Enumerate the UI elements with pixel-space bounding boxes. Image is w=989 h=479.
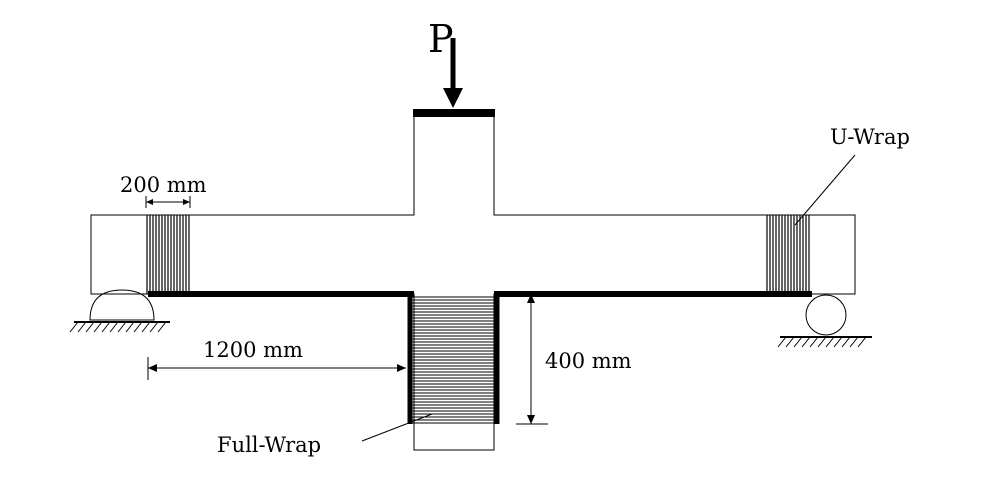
u-wrap-leader	[794, 154, 856, 226]
load-arrow-head	[443, 88, 463, 108]
ground-hatch-line	[785, 336, 795, 348]
ground-hatch-line	[833, 336, 843, 348]
ground-hatch-line	[125, 321, 135, 333]
ground-hatch-line	[93, 321, 103, 333]
dim-1200-label: 1200 mm	[203, 338, 303, 362]
u-wrap-label: U-Wrap	[830, 125, 910, 149]
u-wrap-right	[766, 215, 810, 294]
ground-hatch-line	[809, 336, 819, 348]
ground-hatch-line	[825, 336, 835, 348]
ground-hatch-line	[149, 321, 159, 333]
dim-200-arrow-right	[183, 199, 190, 205]
dim-200-label: 200 mm	[120, 173, 207, 197]
right-support-roller	[805, 294, 847, 336]
right-ground-hatch	[777, 336, 867, 348]
ground-hatch-line	[77, 321, 87, 333]
load-label: P	[428, 17, 454, 61]
dim-400-arrow-top	[527, 294, 535, 303]
dim-1200-arrow-right	[397, 364, 406, 372]
left-support	[89, 289, 155, 321]
ground-hatch-line	[141, 321, 151, 333]
ground-hatch-line	[85, 321, 95, 333]
ground-hatch-line	[117, 321, 127, 333]
full-wrap-hatch	[410, 296, 497, 424]
dim-200-arrow-left	[146, 199, 153, 205]
full-wrap-leader	[361, 413, 433, 442]
ground-hatch-line	[69, 321, 79, 333]
ground-hatch-line	[109, 321, 119, 333]
u-wrap-left	[146, 215, 190, 294]
ground-hatch-line	[133, 321, 143, 333]
ground-hatch-line	[841, 336, 851, 348]
dim-1200-arrow-left	[148, 364, 157, 372]
ground-hatch-line	[801, 336, 811, 348]
ground-hatch-line	[857, 336, 867, 348]
dim-400-label: 400 mm	[545, 349, 632, 373]
ground-hatch-line	[817, 336, 827, 348]
ground-hatch-line	[777, 336, 787, 348]
full-wrap-label: Full-Wrap	[217, 433, 321, 457]
ground-hatch-line	[101, 321, 111, 333]
dim-400-arrow-bottom	[527, 415, 535, 424]
left-ground-hatch	[69, 321, 167, 333]
ground-hatch-line	[849, 336, 859, 348]
ground-hatch-line	[157, 321, 167, 333]
ground-hatch-line	[793, 336, 803, 348]
